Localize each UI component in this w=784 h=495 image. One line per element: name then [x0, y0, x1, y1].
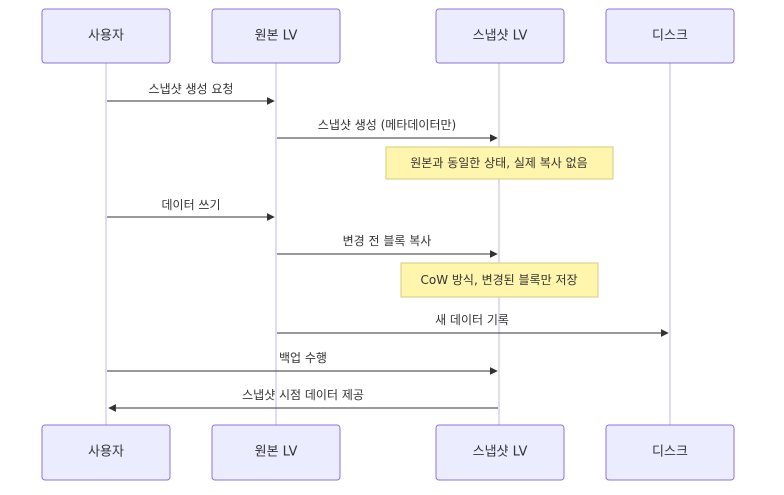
- actor-label: 사용자: [88, 29, 124, 44]
- message-label: 데이터 쓰기: [161, 198, 220, 212]
- actor-disk-top: 디스크: [605, 8, 735, 64]
- message-label: 스냅샷 시점 데이터 제공: [242, 388, 364, 402]
- message-label: 스냅샷 생성 (메타데이터만): [318, 118, 456, 132]
- actor-user-bottom: 사용자: [41, 424, 171, 481]
- actor-label: 원본 LV: [255, 445, 298, 460]
- actor-label: 원본 LV: [255, 29, 298, 44]
- message-label: 스냅샷 생성 요청: [149, 82, 234, 96]
- actor-user-top: 사용자: [41, 8, 171, 64]
- actor-snapshot-bottom: 스냅샷 LV: [435, 424, 565, 481]
- actor-label: 스냅샷 LV: [473, 445, 528, 460]
- actor-origin-top: 원본 LV: [211, 8, 341, 64]
- note: CoW 방식, 변경된 블록만 저장: [400, 262, 599, 298]
- note: 원본과 동일한 상태, 실제 복사 없음: [385, 146, 614, 180]
- actor-label: 스냅샷 LV: [473, 29, 528, 44]
- actor-disk-bottom: 디스크: [605, 424, 735, 481]
- actor-label: 디스크: [652, 445, 688, 460]
- actor-label: 디스크: [652, 29, 688, 44]
- message-label: 백업 수행: [279, 350, 327, 365]
- actor-label: 사용자: [88, 445, 124, 460]
- actor-origin-bottom: 원본 LV: [211, 424, 341, 481]
- message-label: 새 데이터 기록: [435, 313, 509, 327]
- message-label: 변경 전 블록 복사: [343, 234, 432, 248]
- note-label: 원본과 동일한 상태, 실제 복사 없음: [410, 156, 587, 170]
- note-label: CoW 방식, 변경된 블록만 저장: [420, 273, 577, 287]
- actor-snapshot-top: 스냅샷 LV: [435, 8, 565, 64]
